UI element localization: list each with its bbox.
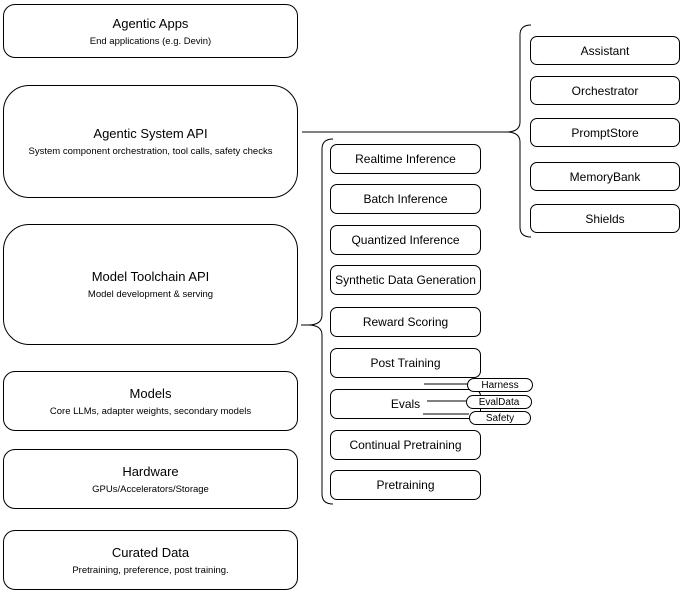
layer-subtitle: End applications (e.g. Devin) bbox=[89, 35, 212, 47]
toolchain-box-pretraining: Pretraining bbox=[330, 470, 481, 500]
toolchain-box-batch-inference: Batch Inference bbox=[330, 184, 481, 214]
toolchain-box-quantized-inference: Quantized Inference bbox=[330, 225, 481, 255]
toolchain-box-post-training: Post Training bbox=[330, 348, 481, 378]
layer-subtitle: Pretraining, preference, post training. bbox=[72, 564, 229, 576]
layer-box-model-toolchain-api: Model Toolchain API Model development & … bbox=[3, 224, 298, 345]
layer-title: Agentic Apps bbox=[112, 15, 189, 31]
layer-box-agentic-apps: Agentic Apps End applications (e.g. Devi… bbox=[3, 4, 298, 58]
layer-title: Curated Data bbox=[111, 544, 190, 560]
layer-title: Model Toolchain API bbox=[91, 269, 210, 284]
component-box-orchestrator: Orchestrator bbox=[530, 76, 680, 105]
toolchain-box-evals: Evals bbox=[330, 389, 481, 419]
layer-title: Models bbox=[129, 385, 172, 401]
layer-box-curated-data: Curated Data Pretraining, preference, po… bbox=[3, 530, 298, 590]
layer-title: Hardware bbox=[122, 463, 179, 479]
toolchain-box-realtime-inference: Realtime Inference bbox=[330, 144, 481, 174]
layer-subtitle: GPUs/Accelerators/Storage bbox=[92, 483, 209, 495]
component-box-promptstore: PromptStore bbox=[530, 118, 680, 147]
layer-subtitle: Model development & serving bbox=[87, 289, 214, 300]
layer-subtitle: Core LLMs, adapter weights, secondary mo… bbox=[49, 405, 252, 417]
layer-subtitle: System component orchestration, tool cal… bbox=[28, 146, 273, 157]
layer-box-agentic-system-api: Agentic System API System component orch… bbox=[3, 85, 298, 198]
component-box-assistant: Assistant bbox=[530, 36, 680, 65]
toolchain-box-continual-pretraining: Continual Pretraining bbox=[330, 430, 481, 460]
evals-tag-harness: Harness bbox=[467, 378, 533, 392]
component-box-memorybank: MemoryBank bbox=[530, 162, 680, 191]
evals-tag-safety: Safety bbox=[469, 411, 531, 425]
evals-tag-evaldata: EvalData bbox=[466, 395, 532, 409]
toolchain-box-reward-scoring: Reward Scoring bbox=[330, 307, 481, 337]
bracket-system-components bbox=[505, 24, 532, 238]
layer-title: Agentic System API bbox=[93, 126, 208, 141]
layer-box-models: Models Core LLMs, adapter weights, secon… bbox=[3, 371, 298, 431]
component-box-shields: Shields bbox=[530, 204, 680, 233]
layer-box-hardware: Hardware GPUs/Accelerators/Storage bbox=[3, 449, 298, 509]
toolchain-box-synthetic-data-generation: Synthetic Data Generation bbox=[330, 265, 481, 295]
